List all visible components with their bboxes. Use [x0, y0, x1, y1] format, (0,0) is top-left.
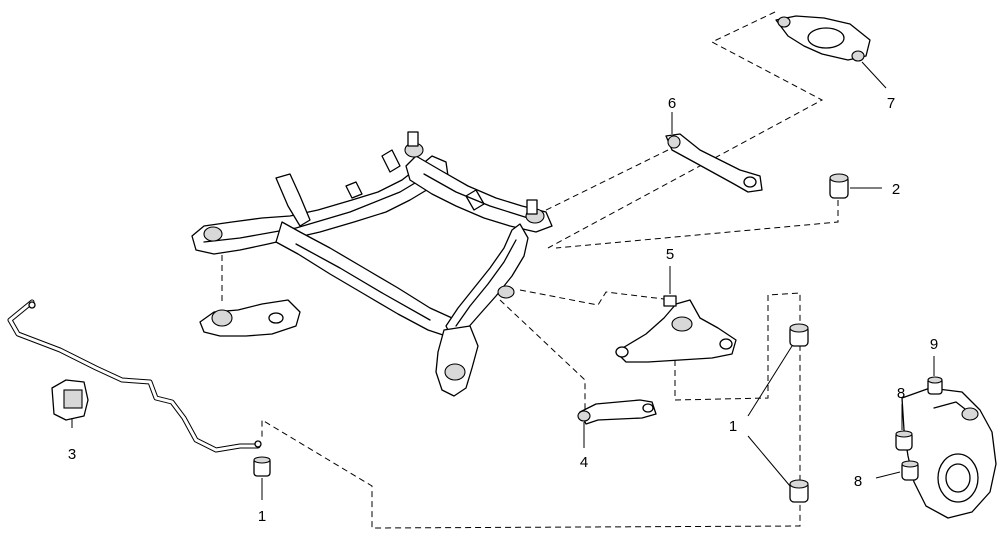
dash-line-arm-5-box: [261, 292, 801, 529]
knuckle-bushing-part-8-lower: [875, 460, 919, 481]
rear-knuckle: [901, 387, 997, 519]
dash-line-bushing-2: [555, 200, 839, 249]
bushing-part-2: [829, 173, 882, 199]
callout-9: 9: [930, 336, 938, 353]
trailing-link-part-6: [665, 112, 763, 193]
callout-8-upper: 8: [897, 385, 905, 402]
bushing-part-1-left: [253, 456, 271, 500]
dash-line-bracket-7: [547, 11, 824, 249]
callout-4: 4: [580, 454, 588, 471]
callout-7: 7: [887, 95, 895, 112]
callout-3: 3: [68, 446, 76, 463]
lateral-link-part-4: [577, 399, 657, 448]
callout-6: 6: [668, 95, 676, 112]
callout-8-lower: 8: [854, 473, 862, 490]
stabilizer-bar: [7, 299, 262, 453]
mount-bracket-part-7: [775, 15, 887, 89]
stabilizer-bushing-part-3: [51, 379, 89, 428]
callouts: 1 1 2 3 4 5 6 7 8 8 9: [68, 95, 938, 525]
callout-1-left: 1: [258, 508, 266, 525]
upper-arm-part-5: [615, 266, 737, 363]
dash-line-arm-5: [519, 289, 673, 306]
front-mount-bracket: [199, 299, 301, 337]
dash-line-link-4: [499, 299, 586, 410]
rear-subframe: [191, 131, 553, 397]
knuckle-bushing-part-8-upper: [895, 404, 913, 451]
dash-line-link-6: [529, 149, 669, 219]
callout-5: 5: [666, 246, 674, 263]
knuckle-bushing-part-9: [927, 356, 943, 395]
callout-1-right: 1: [729, 418, 737, 435]
callout-2: 2: [892, 181, 900, 198]
assembly-lines: [221, 11, 839, 529]
bushing-part-1-right: [747, 323, 809, 503]
